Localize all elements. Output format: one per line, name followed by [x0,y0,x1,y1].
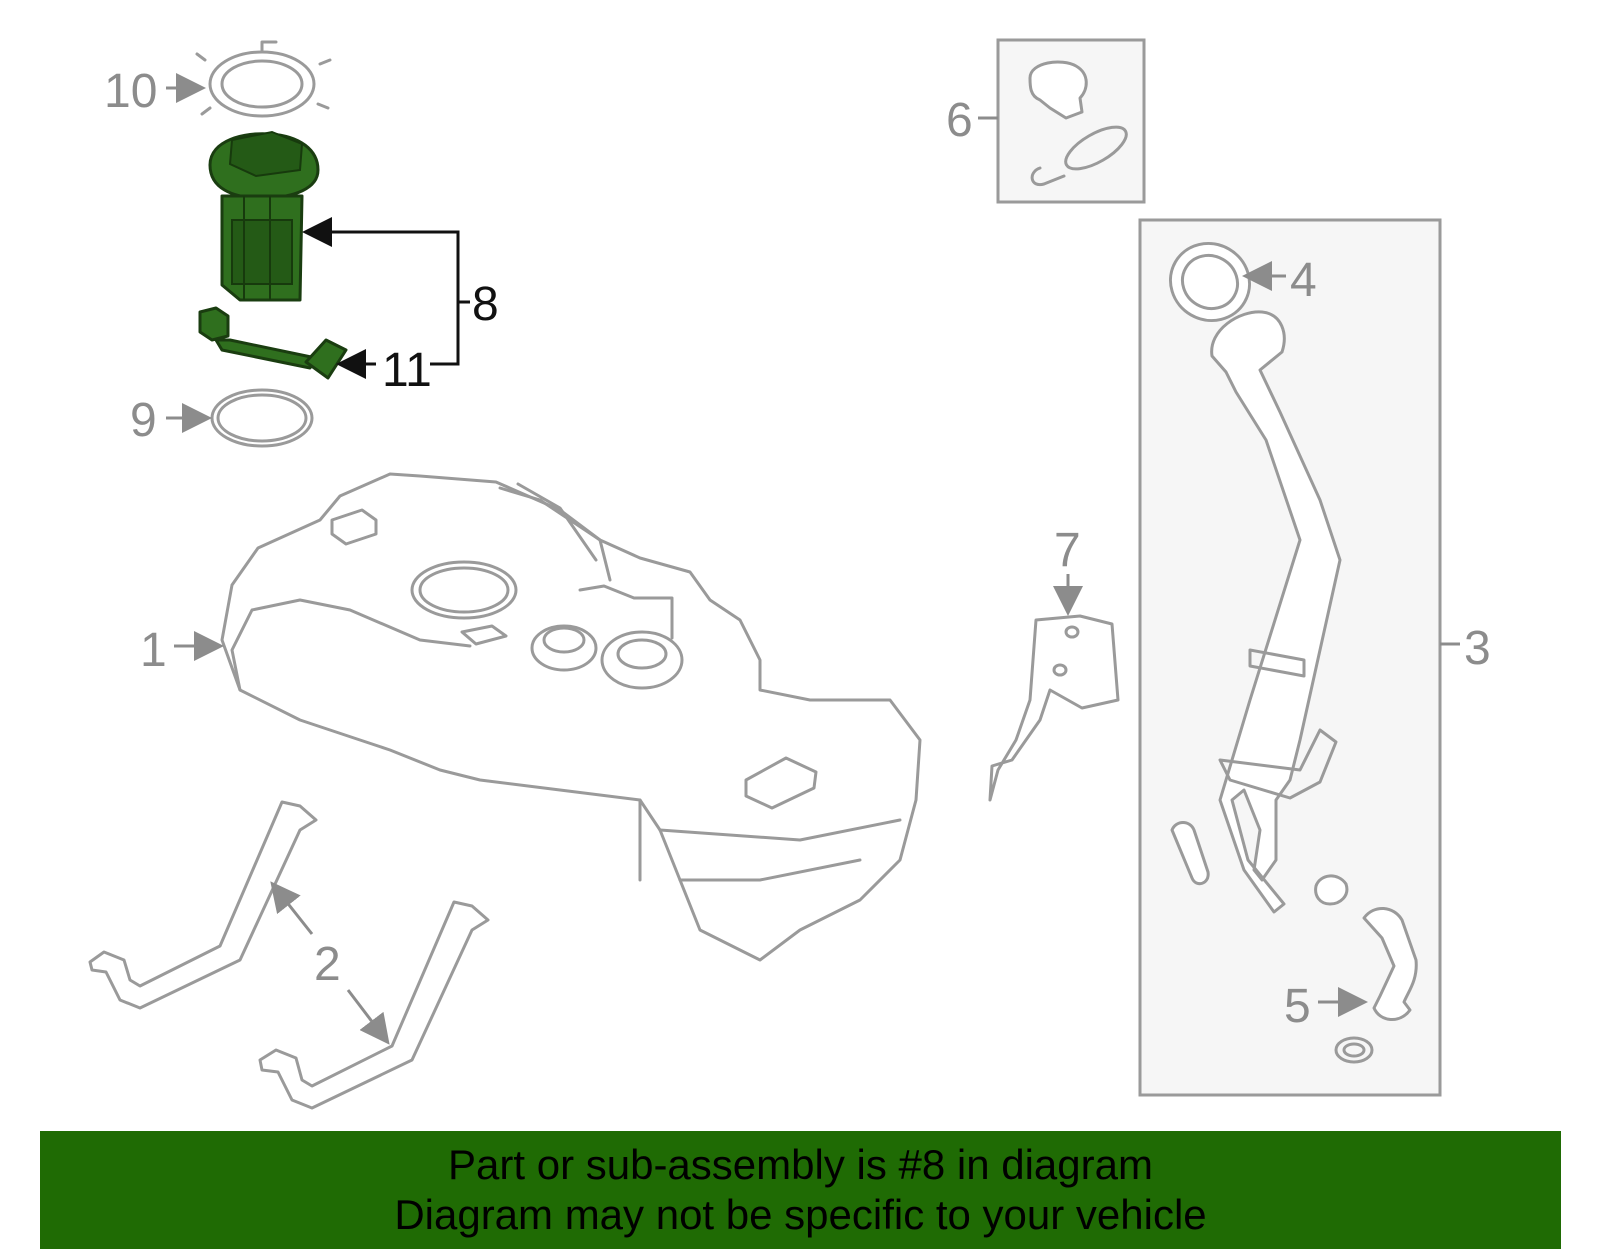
callout-4: 4 [1290,254,1317,307]
callout-8: 8 [472,278,499,331]
callout-11: 11 [382,344,432,397]
seal-part-9 [210,388,314,448]
lock-ring-part-10 [195,40,332,118]
callout-1: 1 [140,624,167,677]
sender-part-11 [198,306,348,380]
callout-5: 5 [1284,980,1311,1033]
leader-2b [346,989,390,1045]
callout-2: 2 [314,938,341,991]
notice-banner: Part or sub-assembly is #8 in diagram Di… [40,1131,1561,1249]
callout-6: 6 [946,94,973,147]
fuel-pump-module-part-8 [208,130,320,302]
fuel-cap-part-6 [996,38,1146,204]
banner-line-1: Part or sub-assembly is #8 in diagram [448,1141,1153,1188]
callout-10: 10 [104,65,157,118]
tank-straps-part-2 [88,800,490,1110]
filler-ring-part-4 [1168,241,1252,323]
fuel-tank-part-1 [220,472,922,962]
leader-2a [270,881,314,935]
hose-part-5 [1334,907,1418,1064]
callout-7: 7 [1054,524,1081,577]
bracket-part-7 [988,614,1120,802]
banner-line-2: Diagram may not be specific to your vehi… [394,1191,1207,1238]
callout-9: 9 [130,394,157,447]
callout-3: 3 [1464,622,1491,675]
